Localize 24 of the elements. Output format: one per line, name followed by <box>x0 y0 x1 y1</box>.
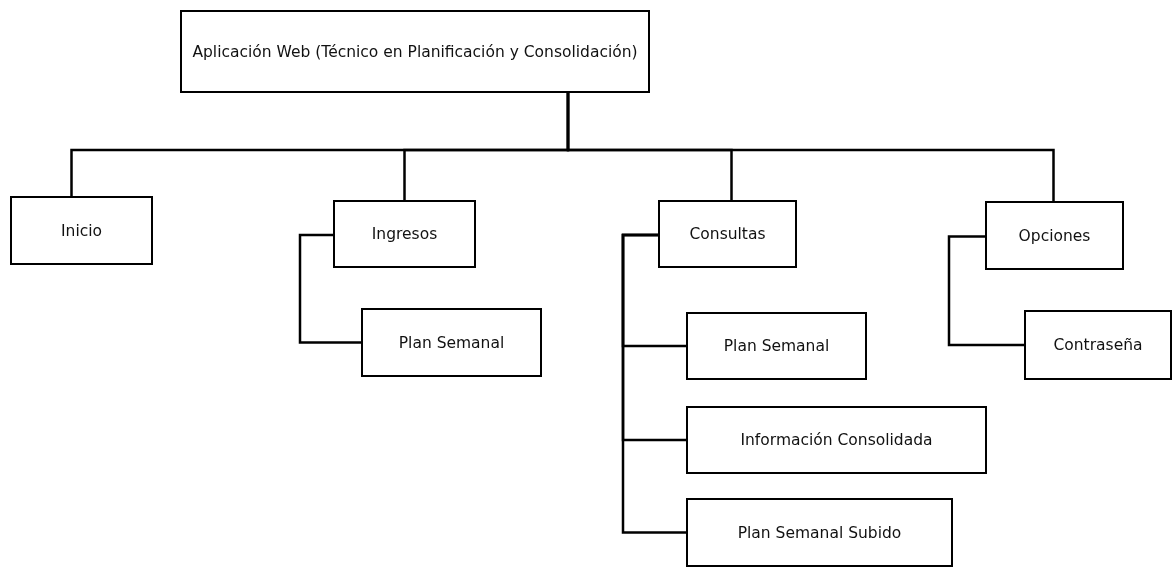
menu-box <box>180 10 650 93</box>
connector-line <box>947 235 1024 347</box>
menu-label: Inicio <box>61 221 102 240</box>
menu-label: Opciones <box>1018 226 1091 245</box>
menu-box <box>686 498 953 567</box>
menu-label: Ingresos <box>371 225 438 243</box>
menu-label: Plan Semanal <box>398 333 505 352</box>
menu-box <box>333 200 476 268</box>
menu-label: Contraseña <box>1053 336 1143 354</box>
menu-box <box>1024 310 1172 380</box>
menu-label: Información Consolidada <box>740 431 933 449</box>
menu-box <box>686 312 867 380</box>
menu-label: Consultas <box>689 225 766 243</box>
connector-line <box>298 233 361 344</box>
menu-label: Plan Semanal <box>723 337 830 355</box>
connector-line <box>621 233 686 534</box>
menu-label: Aplicación Web (Técnico en Planificación y Consolidación) <box>192 42 638 61</box>
menu-box <box>10 196 153 265</box>
menu-box <box>985 201 1124 270</box>
connector-line <box>566 93 1055 201</box>
menu-box <box>686 406 987 474</box>
menu-label: Plan Semanal Subido <box>737 523 902 542</box>
menu-box <box>658 200 797 268</box>
menu-box <box>361 308 542 377</box>
